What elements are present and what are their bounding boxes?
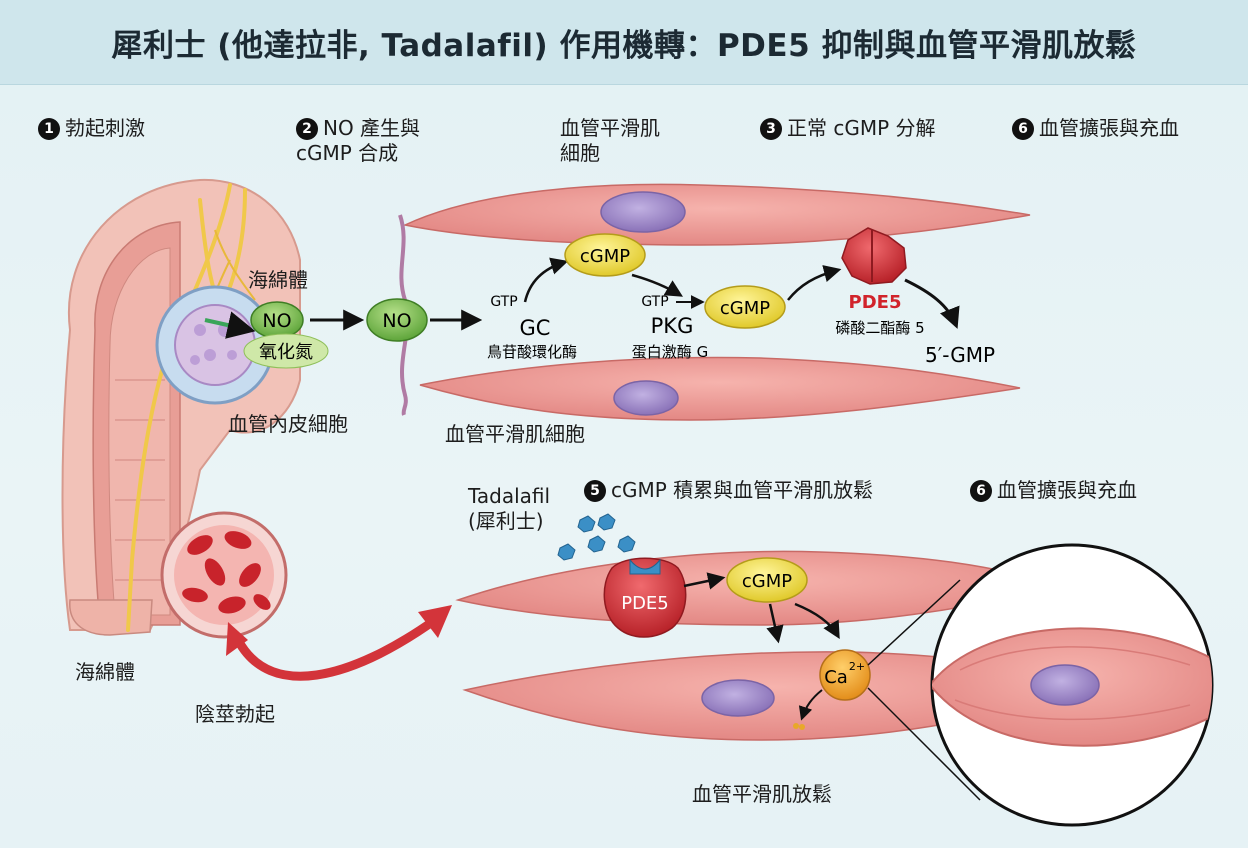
corpus-cavernosum-bottom-label: 海綿體 <box>75 660 135 684</box>
smooth-muscle-cell-top-label: 血管平滑肌細胞 <box>560 116 660 166</box>
step-6-top-text: 血管擴張與充血 <box>1039 116 1179 140</box>
step-2-number: 2 <box>296 118 318 140</box>
step-6-top-number: 6 <box>1012 118 1034 140</box>
tadalafil-cn-text: (犀利士) <box>468 509 544 533</box>
pde5-top-text: PDE5 <box>849 292 902 313</box>
gmp-label: 5′-GMP <box>925 343 995 367</box>
erection-label: 陰莖勃起 <box>195 702 275 726</box>
gc-label: GC <box>520 316 551 340</box>
pkg-cn-label: 蛋白激酶 G <box>632 343 708 361</box>
gtp-label-2: GTP <box>641 294 668 310</box>
step-3-text: 正常 cGMP 分解 <box>787 116 936 140</box>
cgmp-mid-text: cGMP <box>720 298 770 319</box>
page-title: 犀利士 (他達拉非, Tadalafil) 作用機轉：PDE5 抑制與血管平滑肌… <box>111 27 1137 64</box>
smooth-muscle-cell-mid-label: 血管平滑肌細胞 <box>445 422 585 446</box>
penis-anatomy-illustration <box>61 178 301 639</box>
step-3-number: 3 <box>760 118 782 140</box>
relaxation-label: 血管平滑肌放鬆 <box>692 782 832 806</box>
title-bar: 犀利士 (他達拉非, Tadalafil) 作用機轉：PDE5 抑制與血管平滑肌… <box>0 0 1248 85</box>
calcium-particles <box>793 723 805 730</box>
magnified-muscle-view <box>867 543 1214 827</box>
pde5-enzyme-top: PDE5 磷酸二酯酶 5 <box>835 227 925 337</box>
step-5-number: 5 <box>584 480 606 502</box>
no-bubble-mid-text: NO <box>382 310 411 332</box>
no-bubble-top: NO 氧化氮 <box>243 301 329 369</box>
pkg-label: PKG <box>651 314 694 338</box>
no-bubble-mid: NO <box>366 298 428 342</box>
pde5-bottom-text: PDE5 <box>621 593 669 614</box>
tadalafil-label: Tadalafil(犀利士) <box>468 484 550 534</box>
smooth-muscle-top-line1: 血管平滑肌 <box>560 116 660 140</box>
pde5-cn-text: 磷酸二酯酶 5 <box>835 319 924 337</box>
no-cn-text: 氧化氮 <box>259 342 313 363</box>
step-1-text: 勃起刺激 <box>65 116 145 140</box>
step-2-text-line1: NO 產生與 <box>323 116 421 140</box>
step-6-bottom-text: 血管擴張與充血 <box>997 478 1137 502</box>
step-2-text-line2: cGMP 合成 <box>296 141 399 165</box>
cgmp-bubble-mid: cGMP <box>704 285 786 329</box>
cgmp-bottom-text: cGMP <box>742 571 792 592</box>
step-1-number: 1 <box>38 118 60 140</box>
step-5-text: cGMP 積累與血管平滑肌放鬆 <box>611 478 874 502</box>
no-bubble-top-text: NO <box>262 310 291 332</box>
cgmp-bubble-top: cGMP <box>564 233 646 277</box>
step-6-bottom-number: 6 <box>970 480 992 502</box>
pde5-enzyme-bottom: PDE5 <box>603 557 687 638</box>
tadalafil-text: Tadalafil <box>468 484 551 508</box>
corpus-cavernosum-top-label: 海綿體 <box>248 268 308 292</box>
calcium-ion: Ca 2+ <box>819 649 871 701</box>
endothelial-cell-label: 血管內皮細胞 <box>228 412 348 436</box>
cgmp-bubble-bottom: cGMP <box>726 557 808 603</box>
ca-text: Ca <box>824 667 848 688</box>
ca-sup-text: 2+ <box>849 660 865 673</box>
top-smooth-muscle-cells <box>398 183 1031 421</box>
gc-cn-label: 鳥苷酸環化酶 <box>487 343 577 361</box>
erection-arrow <box>226 605 452 681</box>
gtp-label-1: GTP <box>490 294 517 310</box>
smooth-muscle-top-line2: 細胞 <box>560 141 600 165</box>
cgmp-top-text: cGMP <box>580 246 630 267</box>
